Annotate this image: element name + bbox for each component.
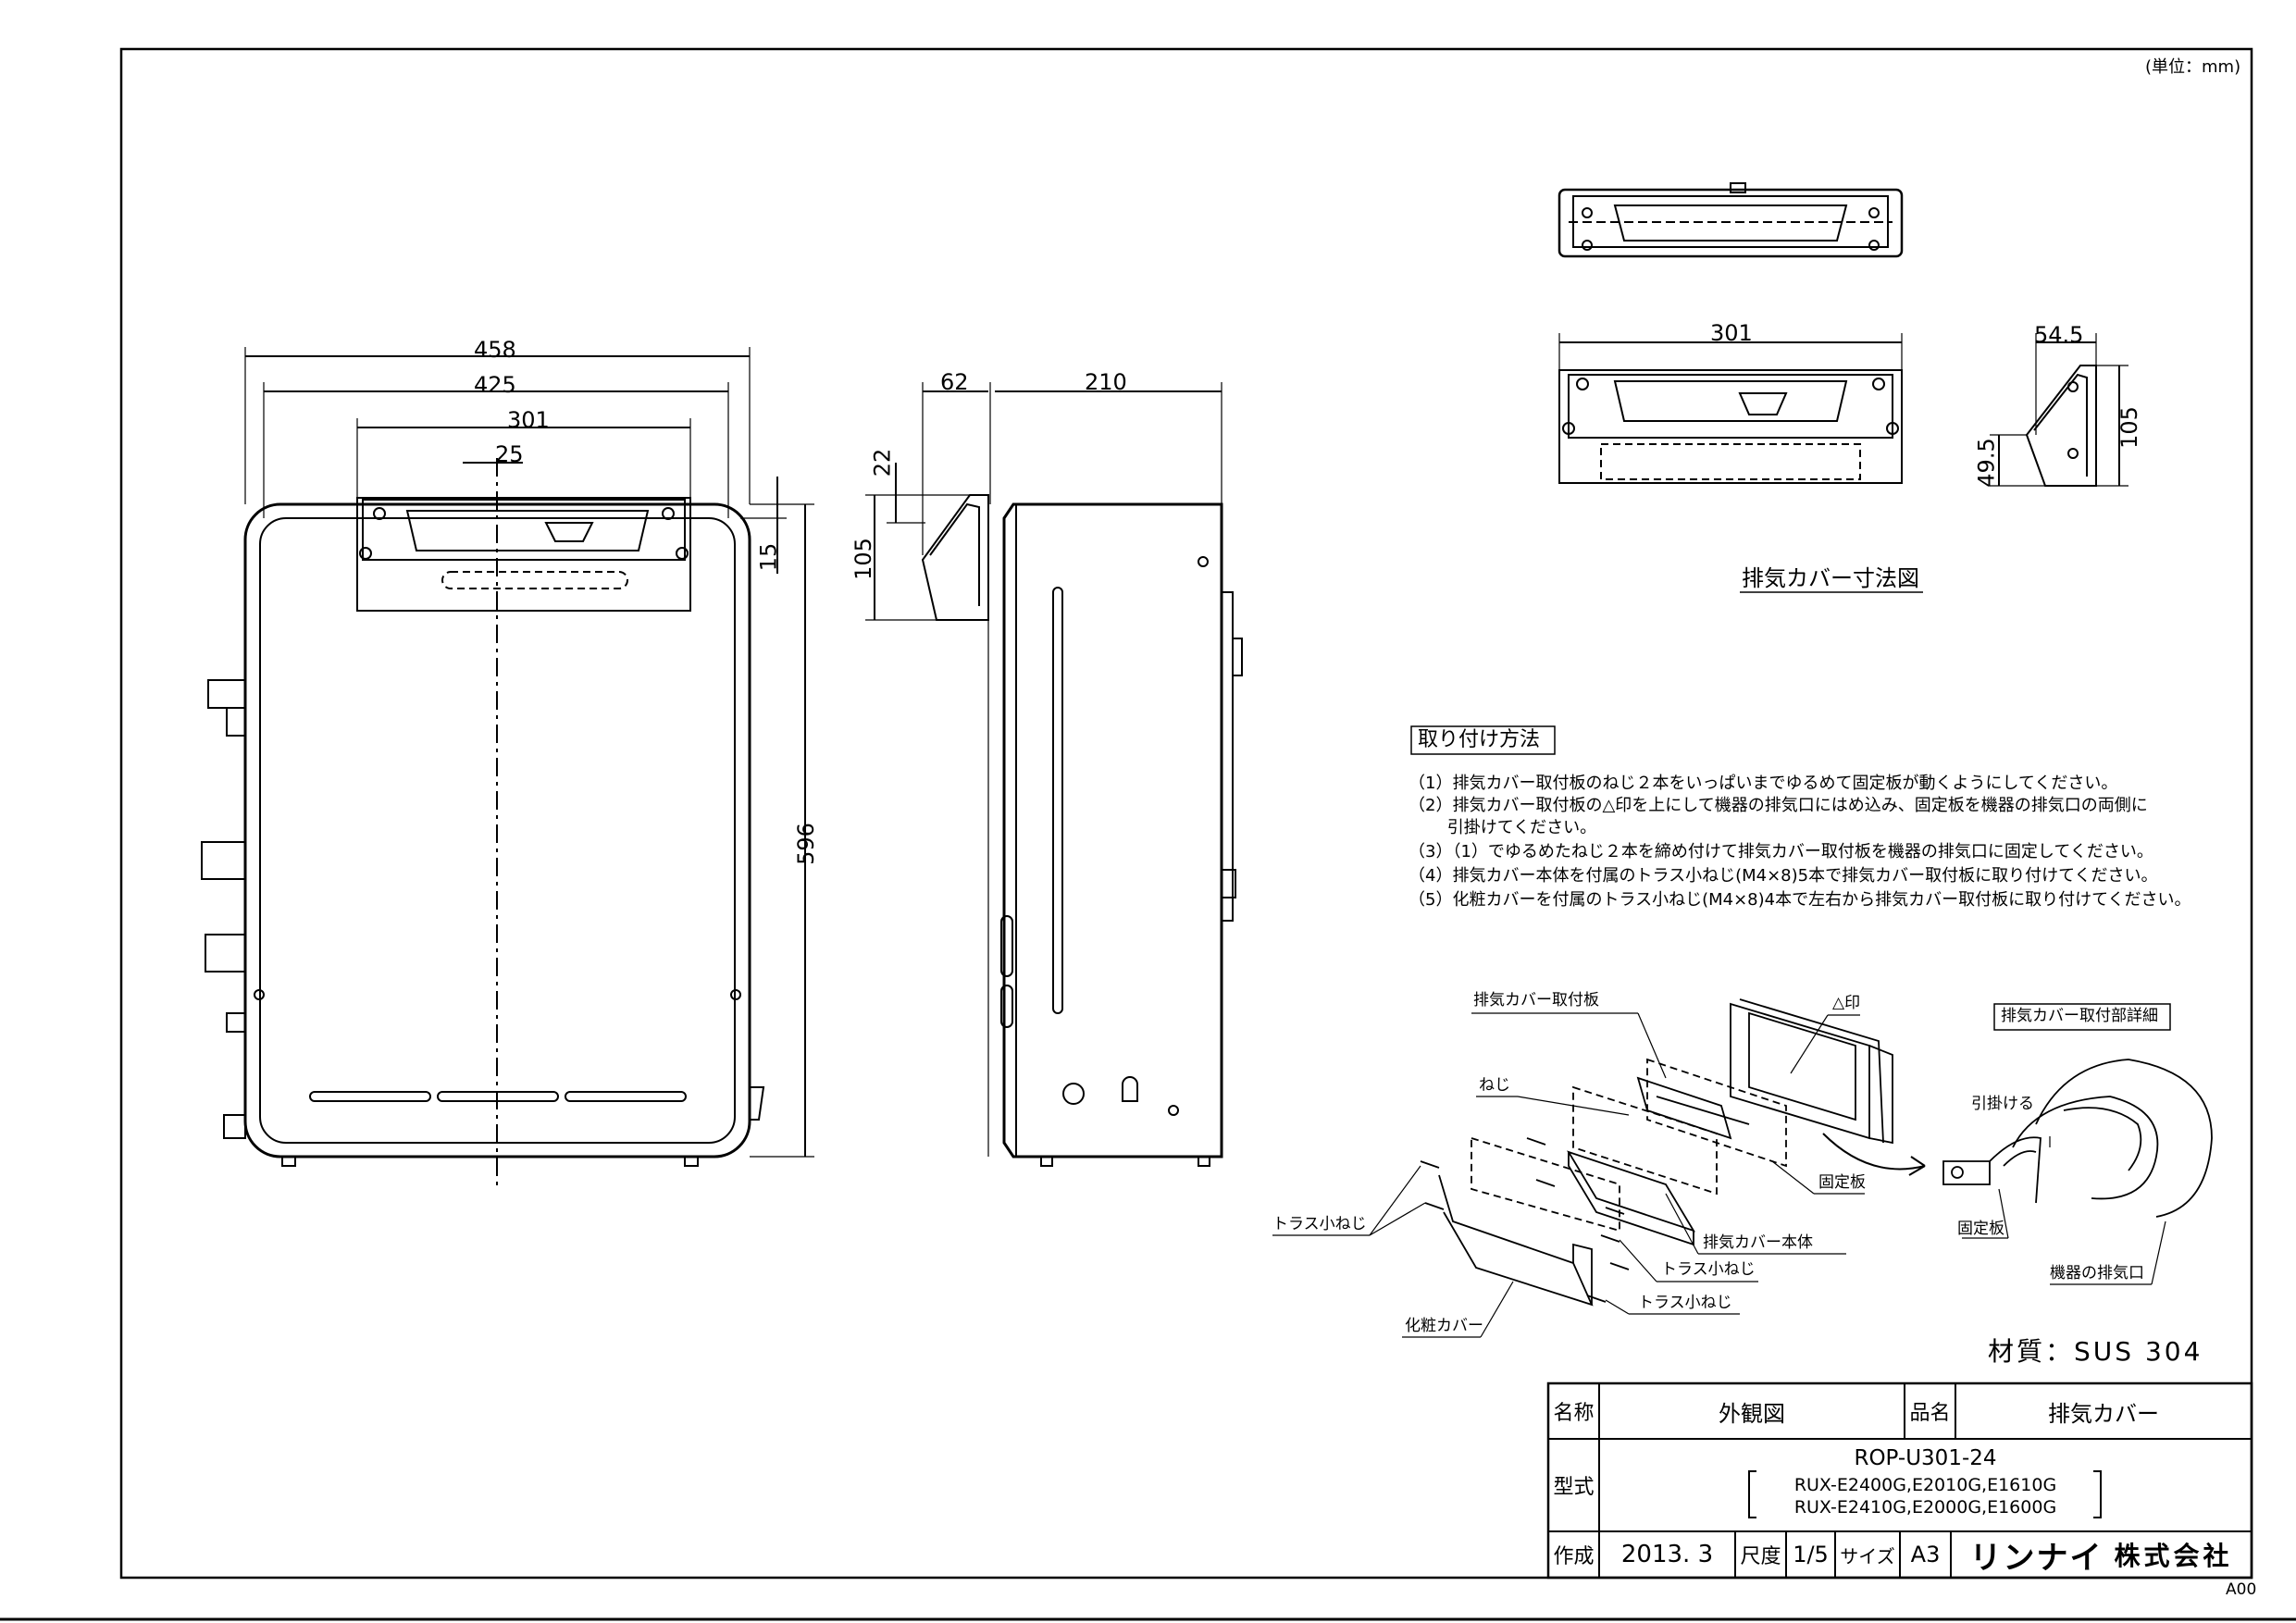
tb-created-label: 作成 [1553, 1545, 1595, 1568]
dim-49-5: 49.5 [1973, 438, 2000, 488]
front-view [201, 347, 814, 1189]
cover-side-view [1990, 333, 2128, 487]
label-detail-fixing-plate: 固定板 [1957, 1220, 2004, 1238]
instruction-step-5: （5）化粧カバーを付属のトラス小ねじ(M4×8)4本で左右から排気カバー取付板に… [1409, 890, 2191, 910]
dim-301-front: 301 [507, 407, 550, 433]
label-triangle-mark: △印 [1832, 994, 1861, 1012]
instruction-step-2: （2）排気カバー取付板の△印を上にして機器の排気口にはめ込み、固定板を機器の排気… [1409, 796, 2148, 815]
dim-596: 596 [792, 823, 819, 865]
instruction-step-3: （3）（1）でゆるめたねじ２本を締め付けて排気カバー取付板を機器の排気口に固定し… [1409, 842, 2153, 861]
cover-front-view [1558, 333, 1903, 484]
tb-size-label: サイズ [1840, 1544, 1895, 1567]
company-logo: リンナイ [1969, 1539, 2104, 1577]
tb-company: リンナイ 株式会社 [1951, 1531, 2252, 1578]
dim-105-cover: 105 [2116, 406, 2142, 449]
dim-425: 425 [474, 372, 516, 398]
instructions-heading: 取り付け方法 [1418, 728, 1541, 751]
dim-458: 458 [474, 337, 516, 363]
label-truss-screw-1: トラス小ねじ [1272, 1215, 1367, 1233]
tb-created-value: 2013. 3 [1620, 1541, 1714, 1568]
label-screw: ねじ [1479, 1076, 1510, 1095]
material-note: 材質：SUS 304 [1988, 1336, 2203, 1367]
instruction-step-4: （4）排気カバー本体を付属のトラス小ねじ(M4×8)5本で排気カバー取付板に取り… [1409, 866, 2158, 886]
dim-105-side: 105 [850, 538, 876, 580]
label-truss-screw-3: トラス小ねじ [1638, 1294, 1732, 1312]
tb-model-main: ROP-U301-24 [1854, 1446, 1997, 1470]
dim-210: 210 [1085, 369, 1127, 395]
dim-25: 25 [495, 441, 524, 467]
tb-name-label: 名称 [1553, 1402, 1595, 1425]
title-block [1546, 1381, 2253, 1580]
tb-scale-label: 尺度 [1740, 1545, 1781, 1568]
instruction-step-2b: 引掛けてください。 [1409, 818, 1597, 837]
tb-product-value: 排気カバー [2048, 1400, 2159, 1427]
instructions-heading-box [1410, 725, 1556, 755]
tb-model-sub2: RUX-E2410G,E2000G,E1600G [1793, 1497, 2057, 1518]
cover-top-view [1558, 182, 1904, 258]
label-hook: 引掛ける [1971, 1095, 2034, 1113]
label-exhaust-port: 機器の排気口 [2050, 1264, 2144, 1282]
dim-22: 22 [869, 448, 896, 477]
tb-scale-value: 1/5 [1793, 1542, 1829, 1567]
tb-product-label: 品名 [1909, 1402, 1951, 1425]
label-detail-title: 排気カバー取付部詳細 [2001, 1007, 2158, 1025]
dim-54-5: 54.5 [2034, 322, 2084, 348]
dim-62: 62 [940, 369, 969, 395]
instruction-step-1: （1）排気カバー取付板のねじ２本をいっぱいまでゆるめて固定板が動くようにしてくだ… [1409, 774, 2118, 793]
label-cover-body: 排気カバー本体 [1703, 1233, 1813, 1252]
dim-301-cover: 301 [1710, 320, 1753, 346]
tb-name-value: 外観図 [1719, 1400, 1785, 1427]
label-fixing-plate: 固定板 [1818, 1173, 1866, 1192]
dim-15: 15 [755, 542, 782, 572]
label-mount-plate: 排気カバー取付板 [1473, 991, 1599, 1010]
unit-note: (単位：mm) [2145, 57, 2241, 77]
label-truss-screw-2: トラス小ねじ [1661, 1260, 1756, 1279]
assembly-illustration [1272, 998, 2213, 1338]
tb-size-value: A3 [1910, 1542, 1941, 1567]
cover-detail-caption: 排気カバー寸法図 [1742, 565, 1919, 591]
sheet-code: A00 [2226, 1580, 2257, 1599]
side-view [865, 382, 1243, 1167]
label-decor-cover: 化粧カバー [1405, 1317, 1483, 1335]
tb-model-sub1: RUX-E2400G,E2010G,E1610G [1793, 1475, 2057, 1495]
company-suffix: 株式会社 [2114, 1541, 2233, 1571]
tb-model-label: 型式 [1553, 1476, 1595, 1499]
sheet-border [119, 47, 2253, 1580]
